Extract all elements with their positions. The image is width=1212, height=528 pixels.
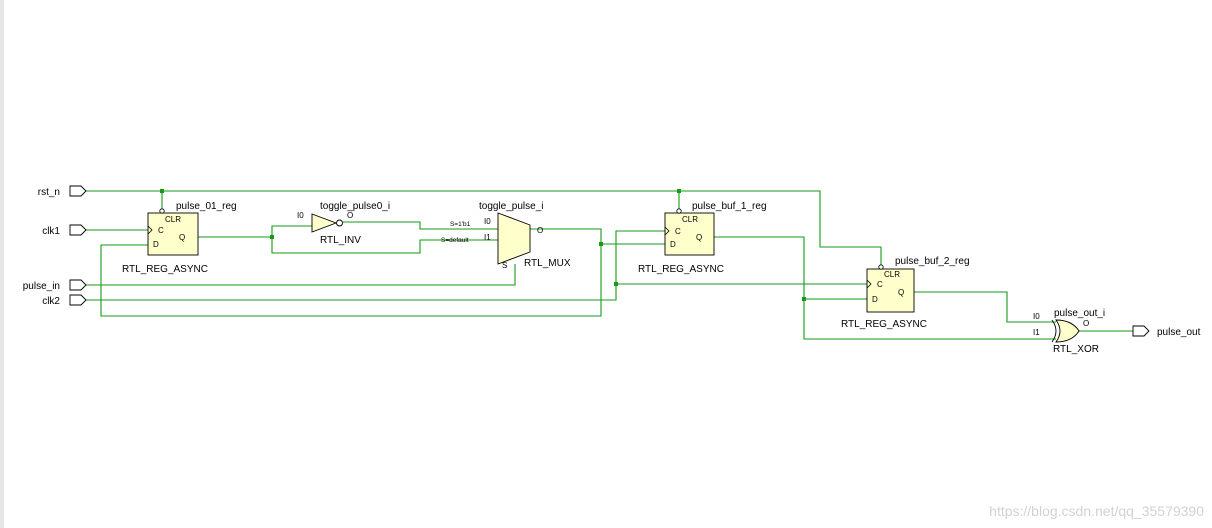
pin-s: S	[502, 261, 507, 270]
pin-i1: I1	[1033, 328, 1040, 337]
pin-clr: CLR	[884, 270, 900, 279]
pin-i0: I0	[297, 211, 304, 220]
register-body	[866, 268, 915, 313]
cell-type-label: RTL_REG_ASYNC	[841, 319, 927, 330]
pin-d: D	[872, 295, 878, 304]
wire-mux-out	[100, 228, 602, 317]
left-panel-edge	[0, 0, 4, 528]
wire-pulse_in	[86, 264, 516, 286]
cell-type-label: RTL_XOR	[1053, 344, 1099, 355]
input-port-pulse_in[interactable]: pulse_in	[23, 279, 87, 292]
cell-type-label: RTL_MUX	[524, 258, 571, 269]
wire-inv-out	[343, 221, 498, 230]
port-label: clk2	[42, 296, 60, 307]
junction-pulse01	[270, 235, 274, 239]
cell-instance-name: pulse_out_i	[1054, 308, 1105, 319]
cell-type-label: RTL_INV	[320, 235, 361, 246]
clock-triangle-icon	[866, 279, 872, 289]
input-port-rst_n[interactable]: rst_n	[38, 185, 87, 198]
pin-i1: I1	[484, 233, 491, 242]
junction-rst-buf1	[677, 189, 681, 193]
pin-q: Q	[696, 233, 702, 242]
input-port-icon	[69, 279, 87, 291]
clr-invert-bubble	[159, 208, 165, 214]
output-port-pulse_out[interactable]: pulse_out	[1132, 325, 1201, 338]
cell-instance-name: toggle_pulse0_i	[320, 201, 390, 212]
port-label: pulse_in	[23, 281, 60, 292]
pin-i0: I0	[484, 217, 491, 226]
invert-bubble	[336, 219, 343, 227]
net-wires	[86, 190, 1133, 340]
mux-select-value-default: S=default	[441, 237, 469, 244]
cell-pulse_out_i[interactable]: pulse_out_i I0 I1 O RTL_XOR	[1033, 308, 1105, 355]
pin-c: C	[675, 227, 681, 236]
clock-triangle-icon	[664, 226, 670, 236]
junction-clk2	[614, 282, 618, 286]
pin-q: Q	[179, 233, 185, 242]
cell-pulse_01_reg[interactable]: pulse_01_reg CLR C Q D RTL_REG_ASYNC	[122, 201, 237, 275]
cell-type-label: RTL_REG_ASYNC	[122, 264, 208, 275]
xor-gate-icon	[1055, 319, 1080, 343]
cell-instance-name: pulse_buf_1_reg	[692, 201, 767, 212]
net-junctions	[160, 189, 806, 301]
cell-type-label: RTL_REG_ASYNC	[638, 264, 724, 275]
pin-c: C	[158, 226, 164, 235]
pin-q: Q	[898, 288, 904, 297]
inverter-triangle-icon	[311, 213, 338, 233]
pin-d: D	[153, 240, 159, 249]
input-port-icon	[69, 185, 87, 197]
port-label: clk1	[42, 226, 60, 237]
pin-o: O	[537, 226, 543, 235]
wire-buf1-q	[714, 236, 1056, 340]
input-port-clk1[interactable]: clk1	[42, 224, 87, 237]
register-body	[664, 212, 715, 256]
watermark: https://blog.csdn.net/qq_35579390	[989, 503, 1204, 519]
wire-pulse01-q	[198, 225, 312, 238]
clock-triangle-icon	[147, 225, 153, 235]
input-port-icon	[69, 224, 87, 236]
clr-invert-bubble	[878, 264, 884, 270]
pin-clr: CLR	[682, 215, 698, 224]
wire-clk2	[86, 230, 665, 301]
cell-instance-name: pulse_01_reg	[176, 201, 237, 212]
mux-trapezoid-icon	[497, 212, 531, 265]
junction-rst-reg01	[160, 189, 164, 193]
wire-rst_n	[86, 190, 882, 265]
port-label: pulse_out	[1157, 327, 1201, 338]
cell-instance-name: pulse_buf_2_reg	[895, 256, 970, 267]
cell-toggle_pulse_i[interactable]: toggle_pulse_i S=1'b1 S=default I0 I1 O …	[441, 201, 571, 270]
pin-o: O	[1083, 319, 1089, 328]
register-body	[147, 212, 199, 256]
junction-mux-out	[599, 242, 603, 246]
pin-i0: I0	[1033, 312, 1040, 321]
cell-toggle_pulse0_i[interactable]: toggle_pulse0_i I0 O RTL_INV	[297, 201, 390, 246]
xor-input-arc	[1051, 319, 1057, 343]
wire-buf2-q	[914, 291, 1056, 323]
clr-invert-bubble	[676, 208, 682, 214]
wire-pulse01-to-mux-i1	[271, 237, 498, 254]
pin-o: O	[347, 211, 353, 220]
junction-buf1-q	[802, 297, 806, 301]
cell-pulse_buf_2_reg[interactable]: pulse_buf_2_reg CLR C Q D RTL_REG_ASYNC	[841, 256, 970, 330]
input-port-icon	[69, 294, 87, 306]
input-port-clk2[interactable]: clk2	[42, 294, 87, 307]
pin-c: C	[877, 280, 883, 289]
cell-instance-name: toggle_pulse_i	[479, 201, 544, 212]
output-port-icon	[1132, 325, 1150, 337]
cell-pulse_buf_1_reg[interactable]: pulse_buf_1_reg CLR C Q D RTL_REG_ASYNC	[638, 201, 767, 275]
mux-select-value-0: S=1'b1	[450, 221, 471, 228]
pin-clr: CLR	[165, 215, 181, 224]
pin-d: D	[670, 240, 676, 249]
port-label: rst_n	[38, 187, 60, 198]
